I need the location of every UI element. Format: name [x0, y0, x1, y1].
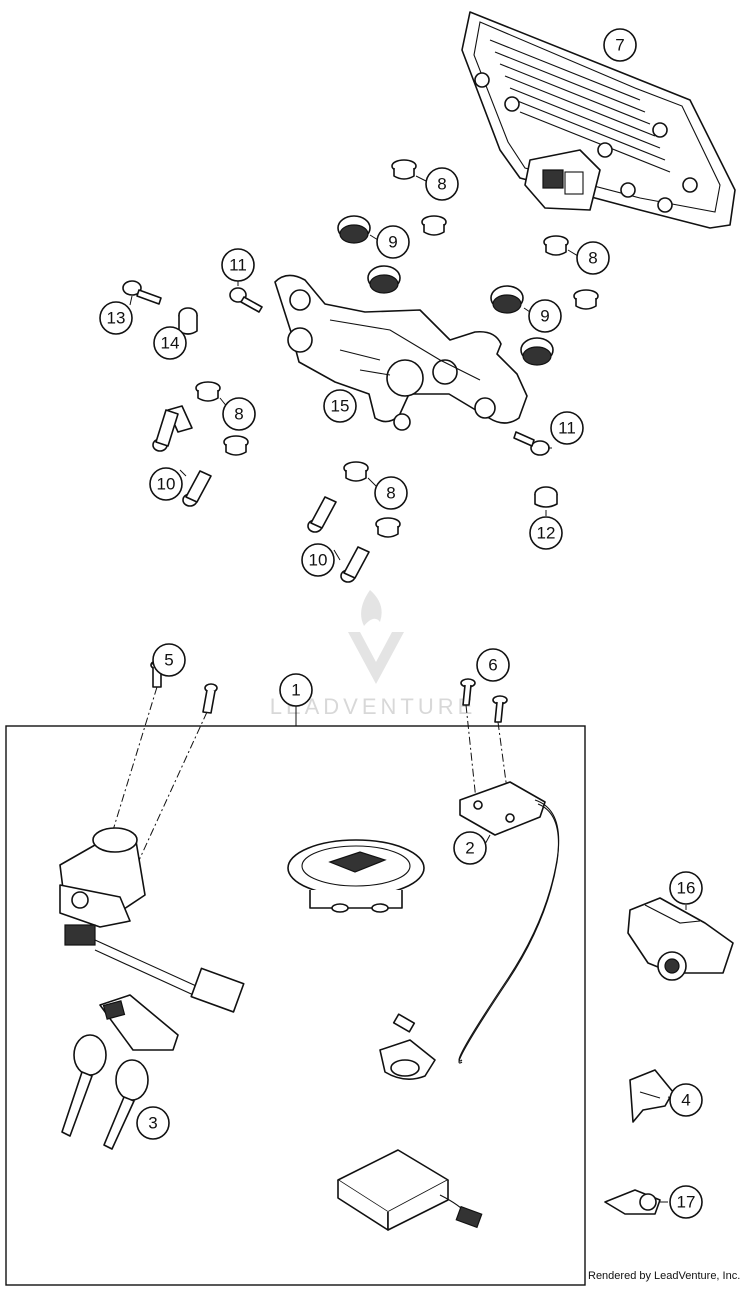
- svg-text:11: 11: [229, 256, 247, 275]
- callout-11-a: 11: [221, 248, 255, 282]
- part-screw-6-b[interactable]: [492, 695, 508, 723]
- svg-text:2: 2: [465, 839, 474, 858]
- svg-text:14: 14: [161, 334, 180, 353]
- part-clip-4[interactable]: [629, 1069, 674, 1123]
- svg-text:11: 11: [558, 419, 576, 438]
- render-credit: Rendered by LeadVenture, Inc.: [588, 1270, 741, 1282]
- callout-4: 4: [669, 1083, 703, 1117]
- svg-text:1: 1: [291, 681, 300, 700]
- svg-text:6: 6: [488, 656, 497, 675]
- svg-text:13: 13: [107, 309, 126, 328]
- svg-text:12: 12: [537, 524, 556, 543]
- part-screw-5-b[interactable]: [202, 683, 218, 714]
- part-grommet-12[interactable]: [534, 486, 558, 508]
- part-screw-11-b[interactable]: [513, 431, 550, 456]
- part-ignition-lock[interactable]: [59, 827, 245, 1013]
- callout-7: 7: [603, 28, 637, 62]
- callout-14: 14: [153, 326, 187, 360]
- svg-text:16: 16: [677, 879, 696, 898]
- callout-15: 15: [323, 389, 357, 423]
- part-key-b[interactable]: [103, 1059, 149, 1150]
- part-sensor-2[interactable]: [458, 781, 560, 1064]
- part-grommet-8-b[interactable]: [421, 215, 447, 236]
- svg-text:8: 8: [588, 249, 597, 268]
- svg-text:9: 9: [540, 307, 549, 326]
- part-damper-9-a[interactable]: [337, 215, 371, 244]
- callout-9-a: 9: [376, 225, 410, 259]
- callout-10-b: 10: [301, 543, 335, 577]
- callout-3: 3: [136, 1106, 170, 1140]
- part-grommet-8-d[interactable]: [573, 289, 599, 310]
- callout-9-b: 9: [528, 299, 562, 333]
- part-damper-9-b[interactable]: [367, 265, 401, 294]
- part-bracket-15[interactable]: [274, 274, 528, 431]
- svg-text:17: 17: [677, 1193, 696, 1212]
- part-control-module[interactable]: [337, 1149, 483, 1231]
- callout-10-a: 10: [149, 467, 183, 501]
- part-grommet-8-a[interactable]: [391, 159, 417, 180]
- svg-text:10: 10: [157, 475, 176, 494]
- part-cover-16[interactable]: [627, 897, 734, 981]
- callout-13: 13: [99, 301, 133, 335]
- svg-text:8: 8: [437, 175, 446, 194]
- part-damper-9-c[interactable]: [490, 285, 524, 314]
- callout-12: 12: [529, 516, 563, 550]
- part-grommet-8-g[interactable]: [343, 461, 369, 482]
- svg-text:8: 8: [386, 484, 395, 503]
- part-key-a[interactable]: [61, 1034, 107, 1137]
- callout-17: 17: [669, 1185, 703, 1219]
- callout-8-c: 8: [222, 397, 256, 431]
- callout-11-b: 11: [550, 411, 584, 445]
- callout-8-d: 8: [374, 476, 408, 510]
- svg-text:4: 4: [681, 1091, 690, 1110]
- callout-5: 5: [152, 643, 186, 677]
- part-dashboard-display[interactable]: [461, 11, 736, 229]
- part-grommet-8-h[interactable]: [375, 517, 401, 538]
- part-connector-clip[interactable]: [379, 1013, 436, 1080]
- part-key-blank[interactable]: [99, 994, 179, 1051]
- part-bolt-13[interactable]: [122, 280, 162, 305]
- svg-text:9: 9: [388, 233, 397, 252]
- svg-text:3: 3: [148, 1114, 157, 1133]
- part-bracket-17[interactable]: [604, 1189, 661, 1215]
- svg-text:7: 7: [615, 36, 624, 55]
- part-fuel-cap[interactable]: [287, 839, 425, 913]
- callout-6: 6: [476, 648, 510, 682]
- callout-8-a: 8: [425, 167, 459, 201]
- svg-text:10: 10: [309, 551, 328, 570]
- part-pin-10-c[interactable]: [307, 496, 337, 533]
- callout-8-b: 8: [576, 241, 610, 275]
- part-pin-10-d[interactable]: [340, 546, 370, 583]
- svg-text:8: 8: [234, 405, 243, 424]
- part-damper-9-d[interactable]: [520, 337, 554, 366]
- callout-1: 1: [279, 673, 313, 707]
- callout-16: 16: [669, 871, 703, 905]
- part-grommet-8-f[interactable]: [223, 435, 249, 456]
- part-pin-10-a[interactable]: [152, 405, 193, 452]
- part-bushing-14[interactable]: [178, 307, 198, 335]
- callout-2: 2: [453, 831, 487, 865]
- part-pin-10-b[interactable]: [182, 470, 212, 507]
- svg-text:5: 5: [164, 651, 173, 670]
- part-grommet-8-c[interactable]: [543, 235, 569, 256]
- svg-text:15: 15: [331, 397, 350, 416]
- part-screw-11-a[interactable]: [229, 287, 263, 313]
- part-grommet-8-e[interactable]: [195, 381, 221, 402]
